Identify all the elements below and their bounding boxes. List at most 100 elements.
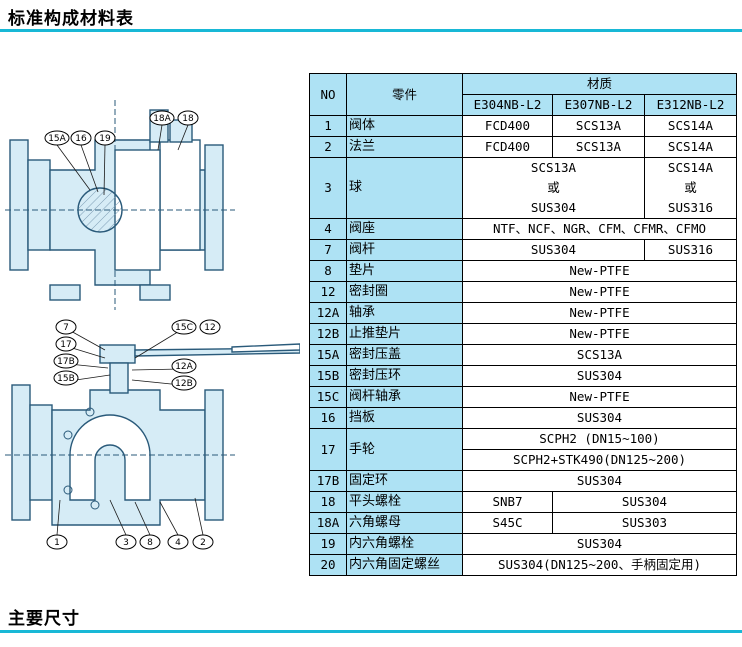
row-part: 密封圈 [346, 281, 463, 303]
row-no: 15C [309, 386, 347, 408]
row-material-bc: SUS304 [552, 491, 737, 513]
row-part: 密封压盖 [346, 344, 463, 366]
materials-table: NO 零件 材质 E304NB-L2 E307NB-L2 E312NB-L2 1… [309, 73, 737, 576]
dimensions-section-title: 主要尺寸 [8, 609, 80, 629]
callout-17: 17 [55, 336, 77, 352]
row-no: 18A [309, 512, 347, 534]
svg-text:7: 7 [63, 323, 69, 333]
row-part: 球 [346, 157, 463, 219]
row-no: 15B [309, 365, 347, 387]
row-material-line1: SCPH2 (DN15~100) [462, 428, 737, 450]
row-no: 18 [309, 491, 347, 513]
row-no: 17B [309, 470, 347, 492]
row-part: 固定环 [346, 470, 463, 492]
row-part: 密封压环 [346, 365, 463, 387]
row-material-all: New-PTFE [462, 323, 737, 345]
row-material-all: New-PTFE [462, 302, 737, 324]
row-material-all: SUS304(DN125~200、手柄固定用) [462, 554, 737, 576]
svg-text:3: 3 [123, 538, 129, 548]
row-part: 阀体 [346, 115, 463, 137]
row-no: 3 [309, 157, 347, 219]
row-no: 12A [309, 302, 347, 324]
callout-3: 3 [115, 534, 137, 550]
row-material-all: New-PTFE [462, 260, 737, 282]
svg-text:12: 12 [204, 323, 215, 333]
svg-text:8: 8 [147, 538, 153, 548]
row-material-all: SUS304 [462, 533, 737, 555]
svg-text:19: 19 [99, 134, 111, 144]
header-model-1: E304NB-L2 [462, 94, 553, 116]
svg-text:17: 17 [60, 340, 71, 350]
row-part: 六角螺母 [346, 512, 463, 534]
row-material-a: S45C [462, 512, 553, 534]
callout-19: 19 [94, 130, 116, 146]
svg-text:18A: 18A [153, 114, 171, 124]
row-material-a: SNB7 [462, 491, 553, 513]
svg-text:15B: 15B [57, 374, 75, 384]
row-no: 12B [309, 323, 347, 345]
row-material-c: SUS316 [644, 239, 737, 261]
callout-12b: 12B [171, 375, 197, 391]
row-material-all: NTF、NCF、NGR、CFM、CFMR、CFMO [462, 218, 737, 240]
row-no: 12 [309, 281, 347, 303]
callout-15b: 15B [53, 370, 79, 386]
row-material-all: SUS304 [462, 365, 737, 387]
row-part: 阀杆 [346, 239, 463, 261]
callout-15a: 15A [44, 130, 70, 146]
callout-16: 16 [70, 130, 92, 146]
row-material-a: FCD400 [462, 115, 553, 137]
row-part: 阀座 [346, 218, 463, 240]
svg-text:1: 1 [54, 538, 60, 548]
section-divider-bottom [0, 630, 742, 633]
callout-2: 2 [192, 534, 214, 550]
row-material-c: SCS14A [644, 115, 737, 137]
callout-17b: 17B [53, 353, 79, 369]
row-part: 法兰 [346, 136, 463, 158]
svg-text:2: 2 [200, 538, 206, 548]
svg-text:17B: 17B [57, 357, 75, 367]
callout-18: 18 [177, 110, 199, 126]
header-no: NO [309, 73, 347, 116]
svg-text:15A: 15A [48, 134, 66, 144]
row-part: 阀杆轴承 [346, 386, 463, 408]
header-model-3: E312NB-L2 [644, 94, 737, 116]
callout-1: 1 [46, 534, 68, 550]
callout-15c: 15C [171, 319, 197, 335]
callout-4: 4 [167, 534, 189, 550]
header-part: 零件 [346, 73, 463, 116]
row-no: 20 [309, 554, 347, 576]
svg-text:18: 18 [182, 114, 194, 124]
row-no: 8 [309, 260, 347, 282]
row-part: 止推垫片 [346, 323, 463, 345]
row-no: 7 [309, 239, 347, 261]
row-material-b: SCS13A [552, 115, 645, 137]
row-part: 手轮 [346, 428, 463, 471]
row-part: 轴承 [346, 302, 463, 324]
svg-text:12A: 12A [175, 362, 193, 372]
row-no: 16 [309, 407, 347, 429]
row-part: 内六角固定螺丝 [346, 554, 463, 576]
row-material-bc: SUS303 [552, 512, 737, 534]
row-part: 内六角螺栓 [346, 533, 463, 555]
valve-cross-section-drawing: 15A 16 19 18A 18 7 17 17B 15B 15C 12 12A… [5, 100, 300, 550]
svg-text:16: 16 [75, 134, 87, 144]
row-material-all: SUS304 [462, 470, 737, 492]
row-material-c: SCS14A [644, 136, 737, 158]
row-material-a: FCD400 [462, 136, 553, 158]
header-model-2: E307NB-L2 [552, 94, 645, 116]
